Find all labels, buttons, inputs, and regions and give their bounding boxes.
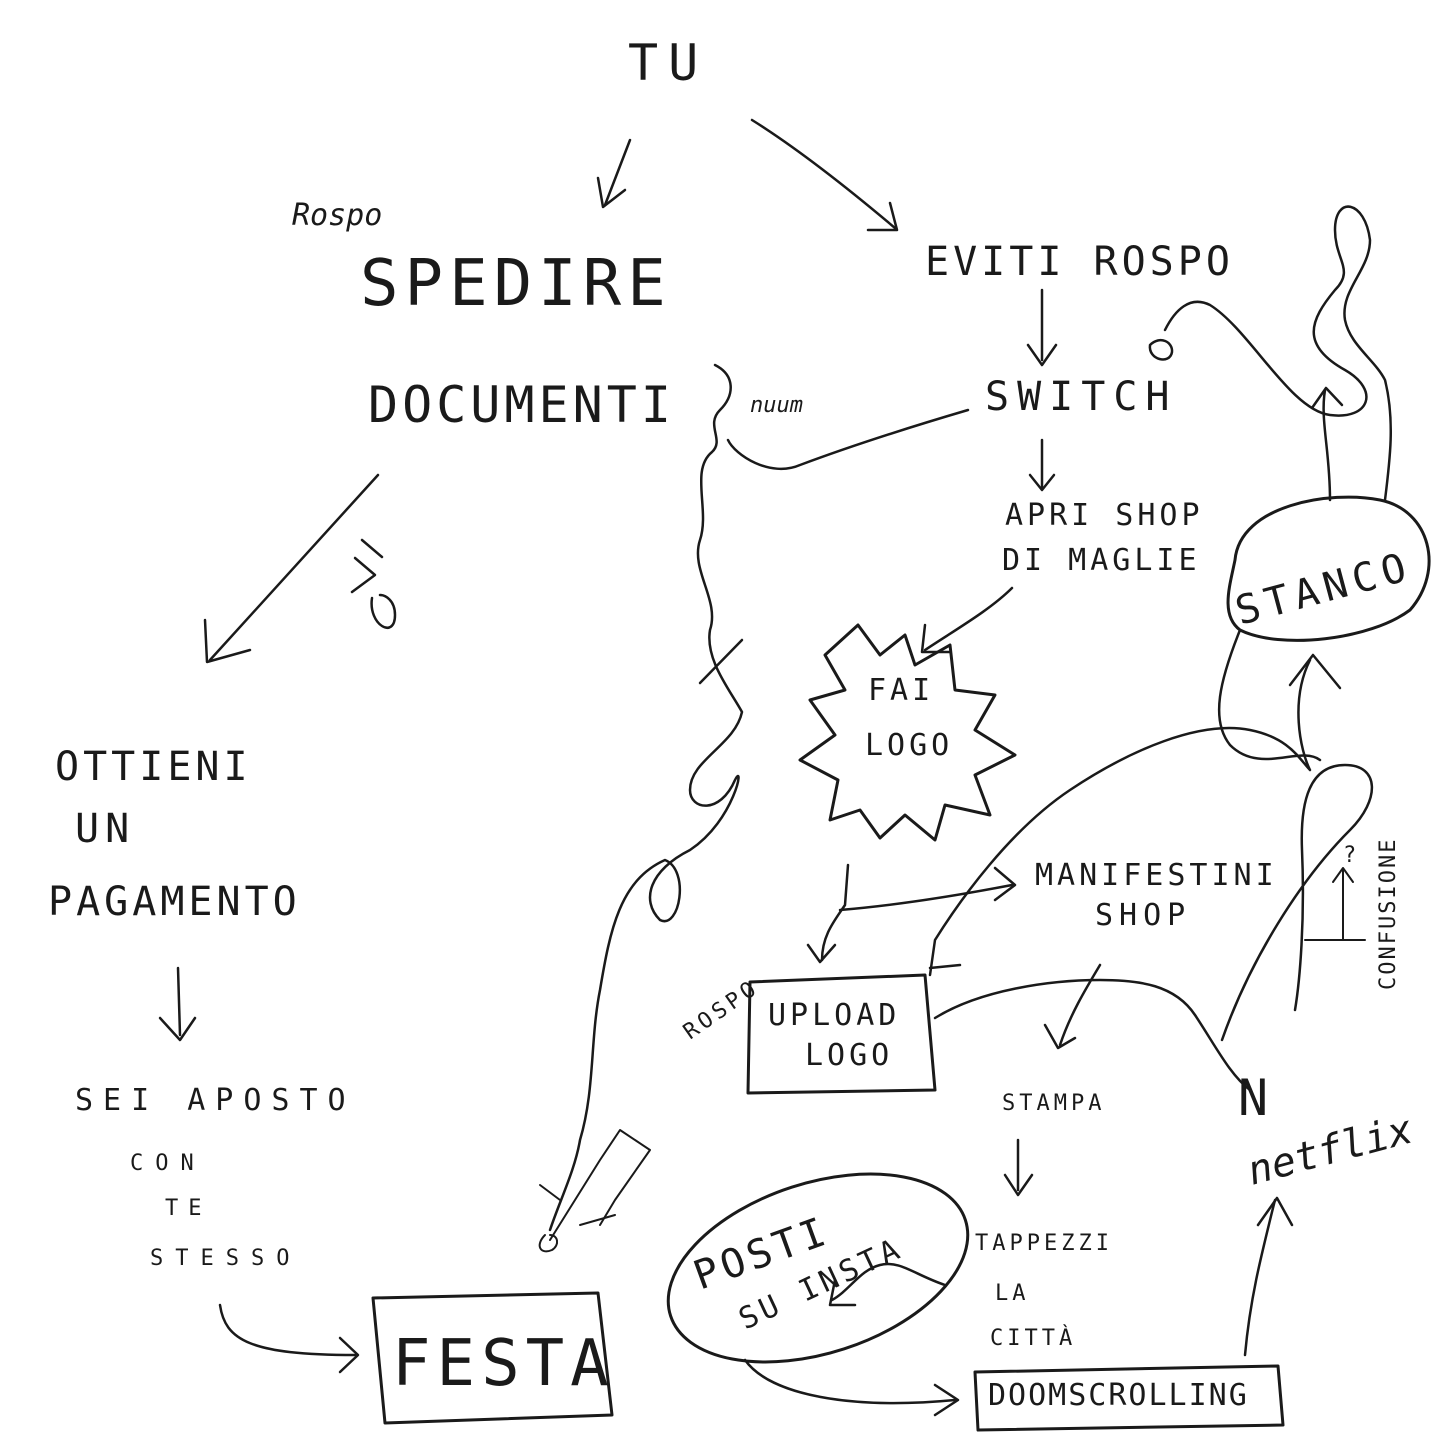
- node-te: TE: [165, 1196, 212, 1221]
- node-tappezzi: TAPPEZZI: [975, 1231, 1113, 1256]
- doodle-tongue-face: [350, 538, 397, 629]
- starburst-fai-logo: [798, 623, 1017, 842]
- node-con: CON: [130, 1151, 206, 1176]
- doodle-figure: [538, 1129, 651, 1253]
- node-ottieni: OTTIENI: [55, 744, 252, 790]
- node-apri-shop-line2: DI MAGLIE: [1002, 543, 1201, 578]
- node-un: UN: [75, 806, 135, 852]
- connector-switch-to-nuum-line: [726, 408, 970, 471]
- loop-netflix-to-stanco: [1217, 628, 1374, 1042]
- node-manifestini: MANIFESTINI: [1035, 858, 1278, 893]
- node-netflix-n: N: [1238, 1069, 1268, 1127]
- ellipse-posti-insta: [666, 1172, 970, 1364]
- arrow-tu-to-spedire: [596, 138, 632, 209]
- node-la: LA: [995, 1281, 1030, 1306]
- label-nuum: nuum: [750, 393, 803, 418]
- node-doomscrolling: DOOMSCROLLING: [988, 1378, 1249, 1413]
- arrow-eviti-to-switch: [1026, 288, 1058, 367]
- arrow-confusione: [1304, 867, 1366, 941]
- box-upload-logo: [746, 973, 937, 1095]
- node-logo: LOGO: [865, 728, 953, 763]
- node-pagamento: PAGAMENTO: [48, 879, 301, 925]
- node-tu: TU: [628, 34, 708, 92]
- arrow-doomscrolling-to-netflix: [1243, 1196, 1294, 1357]
- arrow-pagamento-to-sei-aposto: [158, 966, 197, 1042]
- arrow-posti-to-doomscrolling: [743, 1358, 960, 1417]
- arrow-manifestini-to-stampa: [1043, 963, 1102, 1050]
- node-spedire: SPEDIRE: [360, 247, 672, 321]
- wiggly-line-nuum-to-festa: [548, 363, 744, 1232]
- node-eviti-rospo: EVITI ROSPO: [925, 239, 1234, 285]
- node-upload: UPLOAD: [768, 998, 900, 1033]
- node-festa: FESTA: [392, 1327, 615, 1401]
- arrow-tu-to-eviti-rospo: [750, 118, 899, 232]
- arrow-fai-logo-to-manifestini: [838, 866, 1017, 912]
- node-fai: FAI: [868, 673, 934, 708]
- box-doomscrolling: [973, 1364, 1285, 1432]
- node-netflix: netflix: [1243, 1107, 1418, 1195]
- label-rospo-top: Rospo: [292, 198, 382, 233]
- node-documenti: DOCUMENTI: [368, 376, 675, 434]
- arrow-fai-logo-to-upload: [806, 863, 850, 964]
- line-upload-to-netflix: [933, 978, 1252, 1092]
- box-festa: [371, 1291, 614, 1425]
- arrow-aprishop-to-fai-logo: [920, 586, 1014, 654]
- node-sei-aposto: SEI APOSTO: [75, 1083, 356, 1118]
- node-apri-shop-line1: APRI SHOP: [1005, 498, 1204, 533]
- curve-stanco-to-top: [1148, 205, 1393, 502]
- blob-stanco: [1226, 495, 1431, 642]
- arrow-documenti-to-ottieni: [203, 473, 380, 664]
- node-switch: SWITCH: [985, 374, 1178, 420]
- node-manifestini-shop: SHOP: [1095, 898, 1191, 933]
- arrow-switch-to-aprishop: [1028, 438, 1056, 492]
- arrow-stampa-to-tappezzi: [1003, 1138, 1034, 1197]
- arrow-tappezzi-to-posti: [828, 1262, 947, 1307]
- label-confusione: CONFUSIONE: [1376, 838, 1401, 990]
- label-question: ?: [1343, 843, 1356, 868]
- arrow-stesso-to-festa: [218, 1303, 360, 1374]
- node-citta: CITTÀ: [990, 1325, 1076, 1351]
- node-stesso: STESSO: [150, 1246, 301, 1271]
- node-upload-logo: LOGO: [805, 1038, 893, 1073]
- node-stampa: STAMPA: [1002, 1091, 1105, 1116]
